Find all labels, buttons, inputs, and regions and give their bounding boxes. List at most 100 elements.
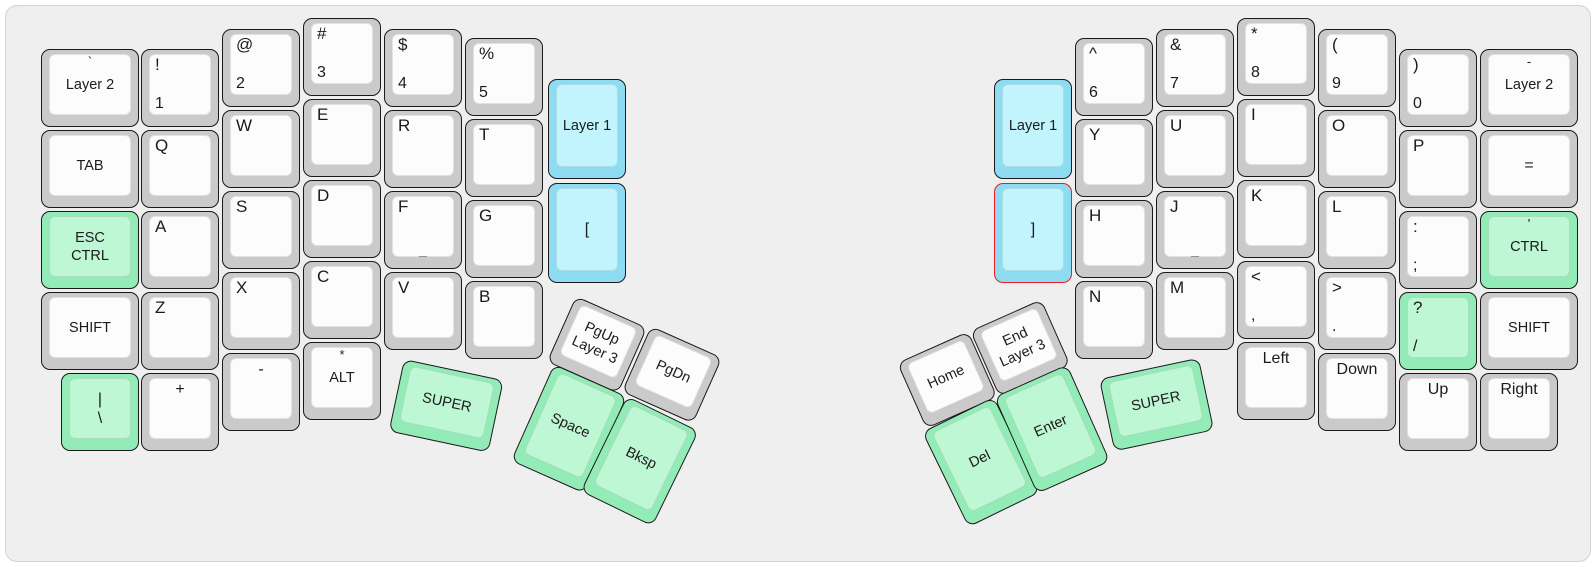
key-super-right[interactable]: SUPER	[1099, 357, 1215, 452]
key-down-arrow[interactable]: Down	[1318, 353, 1396, 431]
key-r[interactable]: R	[384, 110, 462, 188]
key-legend: ?	[1413, 298, 1423, 317]
keycap-surface: Right	[1488, 378, 1550, 439]
key-l[interactable]: L	[1318, 191, 1396, 269]
key-z[interactable]: Z	[141, 292, 219, 370]
key-5[interactable]: %5	[465, 38, 543, 116]
key-legend: M	[1170, 278, 1185, 297]
key-legend: >	[1332, 278, 1342, 297]
key-legend: D	[317, 186, 330, 205]
key-up-arrow[interactable]: Up	[1399, 373, 1477, 451]
key-minus-layer2[interactable]: -Layer 2	[1480, 49, 1578, 127]
keycap-surface: V	[392, 277, 454, 338]
key-legend: PgDn	[653, 356, 694, 387]
keycap-surface: |\	[69, 378, 131, 439]
key-9[interactable]: (9	[1318, 29, 1396, 107]
key-u[interactable]: U	[1156, 110, 1234, 188]
keycap-surface: ^6	[1083, 43, 1145, 104]
key-legend: V	[398, 278, 410, 297]
key-c[interactable]: C	[303, 261, 381, 339]
key-v[interactable]: V	[384, 272, 462, 350]
key-legend: -	[258, 361, 264, 378]
key-legend: Q	[155, 136, 169, 155]
key-a[interactable]: A	[141, 211, 219, 289]
key-legend: #	[317, 24, 327, 43]
key-p[interactable]: P	[1399, 130, 1477, 208]
key-legend: Right	[1500, 381, 1538, 398]
key-pipe-backslash[interactable]: |\	[61, 373, 139, 451]
key-tab[interactable]: TAB	[41, 130, 139, 208]
key-s[interactable]: S	[222, 191, 300, 269]
key-layer1-right[interactable]: Layer 1	[994, 79, 1072, 179]
key-q[interactable]: Q	[141, 130, 219, 208]
key-legend: B	[479, 287, 491, 306]
key-grave-layer2[interactable]: `Layer 2	[41, 49, 139, 127]
key-period[interactable]: >.	[1318, 272, 1396, 350]
key-h[interactable]: H	[1075, 200, 1153, 278]
key-legend: 9	[1332, 75, 1341, 92]
key-legend: =	[1524, 157, 1534, 174]
key-shift-right[interactable]: SHIFT	[1480, 292, 1578, 370]
key-4[interactable]: $4	[384, 29, 462, 107]
key-legend: _	[1191, 241, 1199, 257]
key-super-left[interactable]: SUPER	[388, 359, 504, 453]
key-legend: )	[1413, 55, 1419, 74]
key-legend: %	[479, 44, 495, 63]
key-left-arrow[interactable]: Left	[1237, 342, 1315, 420]
key-1[interactable]: !1	[141, 49, 219, 127]
key-comma[interactable]: <,	[1237, 261, 1315, 339]
key-o[interactable]: O	[1318, 110, 1396, 188]
keycap-surface: $4	[392, 34, 454, 95]
key-legend: K	[1251, 186, 1263, 205]
key-e[interactable]: E	[303, 99, 381, 177]
keycap-surface: -	[230, 358, 292, 419]
key-3[interactable]: #3	[303, 18, 381, 96]
key-w[interactable]: W	[222, 110, 300, 188]
key-layer1-left[interactable]: Layer 1	[548, 79, 626, 179]
key-g[interactable]: G	[465, 200, 543, 278]
keycap-surface: N	[1083, 286, 1145, 347]
key-legend: CTRL	[1510, 238, 1548, 255]
key-8[interactable]: *8	[1237, 18, 1315, 96]
key-left-bracket[interactable]: [	[548, 183, 626, 283]
key-y[interactable]: Y	[1075, 119, 1153, 197]
keycap-surface: Layer 1	[1002, 84, 1064, 167]
key-k[interactable]: K	[1237, 180, 1315, 258]
keycap-surface: @2	[230, 34, 292, 95]
keycap-surface: *ALT	[311, 347, 373, 408]
keycap-surface: L	[1326, 196, 1388, 257]
keycap-surface: T	[473, 124, 535, 185]
key-i[interactable]: I	[1237, 99, 1315, 177]
key-semicolon[interactable]: :;	[1399, 211, 1477, 289]
key-legend: Up	[1427, 381, 1449, 398]
key-legend: E	[317, 105, 329, 124]
key-6[interactable]: ^6	[1075, 38, 1153, 116]
key-question-slash[interactable]: ?/	[1399, 292, 1477, 370]
keycap-surface: M	[1164, 277, 1226, 338]
key-b[interactable]: B	[465, 281, 543, 359]
key-quote-ctrl[interactable]: 'CTRL	[1480, 211, 1578, 289]
keycap-surface: W	[230, 115, 292, 176]
key-x[interactable]: X	[222, 272, 300, 350]
key-plus[interactable]: +	[141, 373, 219, 451]
key-right-bracket[interactable]: ]	[994, 183, 1072, 283]
key-legend: Home	[924, 361, 967, 393]
key-d[interactable]: D	[303, 180, 381, 258]
key-equals[interactable]: =	[1480, 130, 1578, 208]
key-t[interactable]: T	[465, 119, 543, 197]
key-legend: Z	[155, 298, 166, 317]
key-n[interactable]: N	[1075, 281, 1153, 359]
key-asterisk-alt[interactable]: *ALT	[303, 342, 381, 420]
key-m[interactable]: M	[1156, 272, 1234, 350]
key-right-arrow[interactable]: Right	[1480, 373, 1558, 451]
key-f[interactable]: F_	[384, 191, 462, 269]
key-j[interactable]: J_	[1156, 191, 1234, 269]
key-minus[interactable]: -	[222, 353, 300, 431]
keycap-surface: ?/	[1407, 297, 1469, 358]
key-7[interactable]: &7	[1156, 29, 1234, 107]
key-2[interactable]: @2	[222, 29, 300, 107]
key-shift-left[interactable]: SHIFT	[41, 292, 139, 370]
key-0[interactable]: )0	[1399, 49, 1477, 127]
